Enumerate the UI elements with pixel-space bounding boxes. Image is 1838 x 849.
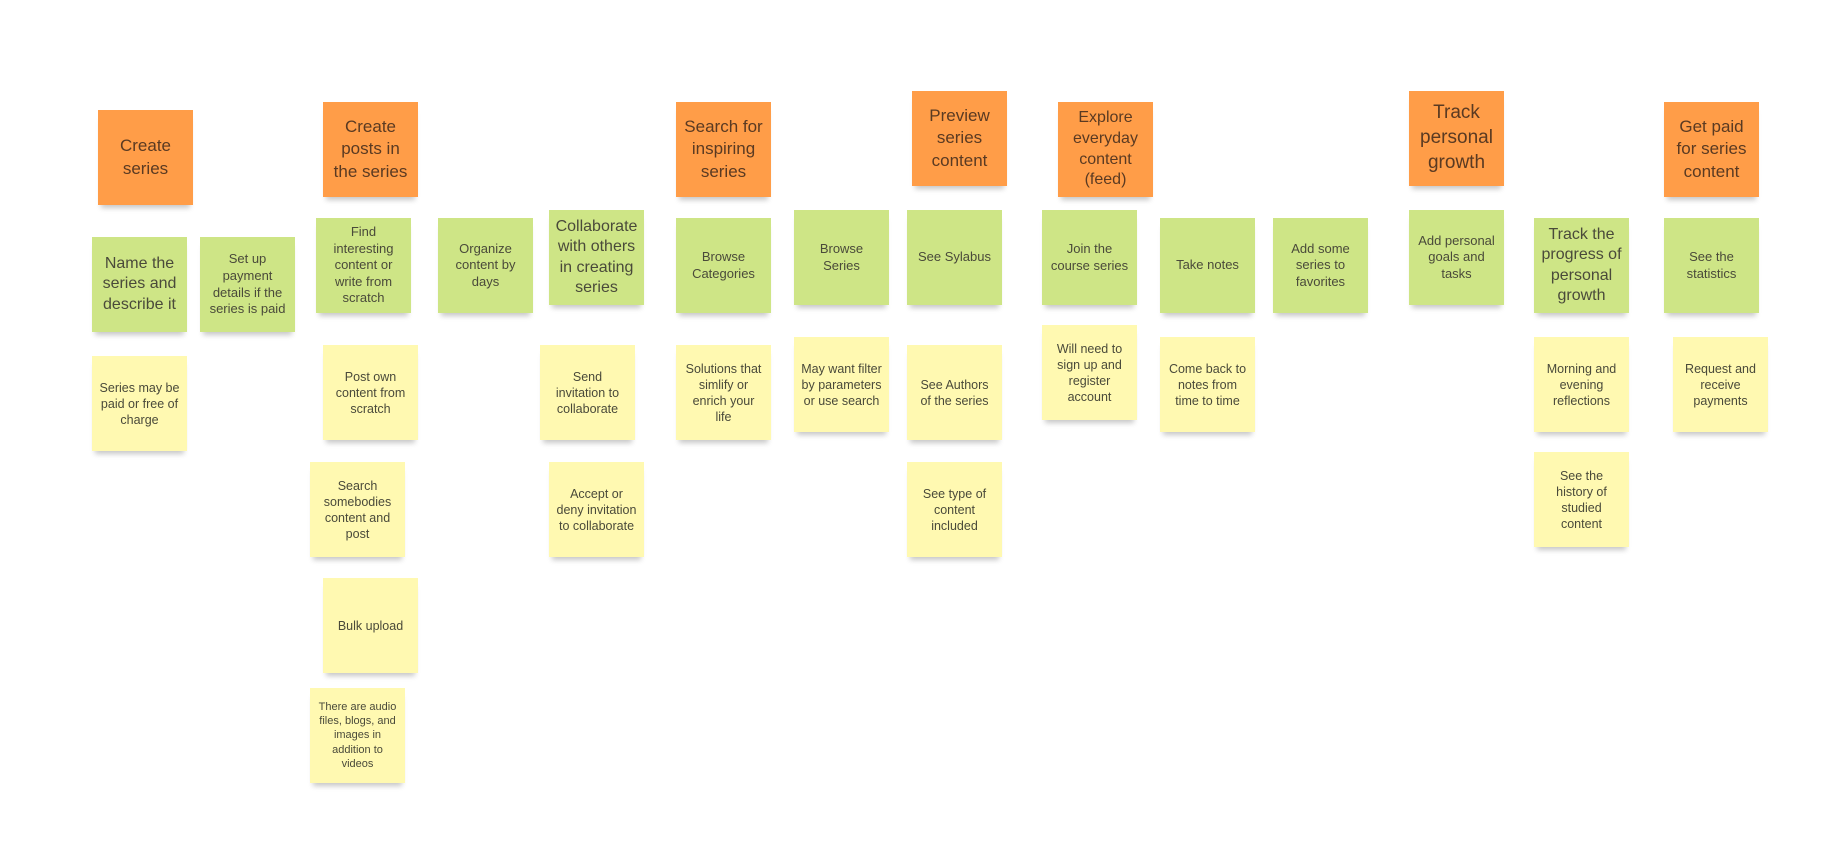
story-label: Name the series and describe it <box>102 254 177 313</box>
detail-label: There are audio files, blogs, and images… <box>318 701 397 770</box>
detail-note-content-types[interactable]: There are audio files, blogs, and images… <box>310 688 405 783</box>
epic-note-create-series[interactable]: Create series <box>98 110 193 205</box>
epic-label: Explore everyday content (feed) <box>1073 108 1138 189</box>
detail-label: Will need to sign up and register accoun… <box>1056 341 1123 404</box>
detail-note-come-back[interactable]: Come back to notes from time to time <box>1160 337 1255 432</box>
detail-label: Accept or deny invitation to collaborate <box>556 486 637 533</box>
detail-note-simplify-life[interactable]: Solutions that simlify or enrich your li… <box>676 345 771 440</box>
story-label: Take notes <box>1176 257 1239 273</box>
detail-note-post-own-content[interactable]: Post own content from scratch <box>323 345 418 440</box>
detail-label: Morning and evening reflections <box>1546 361 1617 408</box>
epic-label: Search for inspiring series <box>684 117 763 181</box>
detail-note-search-content[interactable]: Search somebodies content and post <box>310 462 405 557</box>
detail-label: See the history of studied content <box>1556 468 1607 531</box>
story-label: Find interesting content or write from s… <box>333 223 394 306</box>
story-label: Organize content by days <box>455 240 516 289</box>
story-note-see-sylabus[interactable]: See Sylabus <box>907 210 1002 305</box>
epic-note-explore-feed[interactable]: Explore everyday content (feed) <box>1058 102 1153 197</box>
story-label: Track the progress of personal growth <box>1541 225 1622 304</box>
detail-label: Solutions that simlify or enrich your li… <box>685 361 762 424</box>
detail-note-history[interactable]: See the history of studied content <box>1534 452 1629 547</box>
story-label: Add some series to favorites <box>1291 240 1350 289</box>
detail-label: Bulk upload <box>337 618 404 633</box>
detail-note-see-authors[interactable]: See Authors of the series <box>907 345 1002 440</box>
story-note-organize-days[interactable]: Organize content by days <box>438 218 533 313</box>
epic-label: Preview series content <box>929 106 990 170</box>
story-note-add-goals[interactable]: Add personal goals and tasks <box>1409 210 1504 305</box>
detail-label: See Authors of the series <box>920 377 989 408</box>
story-note-name-series[interactable]: Name the series and describe it <box>92 237 187 332</box>
detail-label: May want filter by parameters or use sea… <box>801 361 882 408</box>
story-note-payment-details[interactable]: Set up payment details if the series is … <box>200 237 295 332</box>
story-note-browse-categories[interactable]: Browse Categories <box>676 218 771 313</box>
detail-note-payments[interactable]: Request and receive payments <box>1673 337 1768 432</box>
detail-note-filter-search[interactable]: May want filter by parameters or use sea… <box>794 337 889 432</box>
story-note-browse-series[interactable]: Browse Series <box>794 210 889 305</box>
epic-note-preview-content[interactable]: Preview series content <box>912 91 1007 186</box>
story-note-find-content[interactable]: Find interesting content or write from s… <box>316 218 411 313</box>
epic-label: Create series <box>119 136 172 178</box>
detail-note-sign-up[interactable]: Will need to sign up and register accoun… <box>1042 325 1137 420</box>
epic-label: Track personal growth <box>1420 102 1493 173</box>
story-note-add-favorites[interactable]: Add some series to favorites <box>1273 218 1368 313</box>
story-label: Join the course series <box>1050 240 1129 273</box>
story-label: Browse Categories <box>692 248 755 281</box>
epic-label: Get paid for series content <box>1676 117 1747 181</box>
detail-note-content-type[interactable]: See type of content included <box>907 462 1002 557</box>
detail-note-paid-or-free[interactable]: Series may be paid or free of charge <box>92 356 187 451</box>
story-note-see-statistics[interactable]: See the statistics <box>1664 218 1759 313</box>
detail-note-reflections[interactable]: Morning and evening reflections <box>1534 337 1629 432</box>
story-label: See Sylabus <box>918 249 991 265</box>
story-note-track-progress[interactable]: Track the progress of personal growth <box>1534 218 1629 313</box>
epic-label: Create posts in the series <box>333 117 408 181</box>
epic-note-track-growth[interactable]: Track personal growth <box>1409 91 1504 186</box>
detail-label: See type of content included <box>922 486 987 533</box>
detail-label: Come back to notes from time to time <box>1168 361 1247 408</box>
detail-label: Series may be paid or free of charge <box>99 380 180 427</box>
detail-label: Send invitation to collaborate <box>555 369 620 416</box>
story-label: See the statistics <box>1686 248 1737 281</box>
epic-note-create-posts[interactable]: Create posts in the series <box>323 102 418 197</box>
story-note-take-notes[interactable]: Take notes <box>1160 218 1255 313</box>
epic-note-get-paid[interactable]: Get paid for series content <box>1664 102 1759 197</box>
detail-note-send-invitation[interactable]: Send invitation to collaborate <box>540 345 635 440</box>
epic-note-search-series[interactable]: Search for inspiring series <box>676 102 771 197</box>
story-label: Collaborate with others in creating seri… <box>555 217 638 296</box>
story-note-collaborate[interactable]: Collaborate with others in creating seri… <box>549 210 644 305</box>
detail-note-bulk-upload[interactable]: Bulk upload <box>323 578 418 673</box>
detail-label: Post own content from scratch <box>335 369 406 416</box>
story-label: Add personal goals and tasks <box>1418 232 1495 281</box>
detail-label: Search somebodies content and post <box>323 478 392 541</box>
story-label: Set up payment details if the series is … <box>209 251 286 317</box>
detail-label: Request and receive payments <box>1685 361 1756 408</box>
story-label: Browse Series <box>819 240 864 273</box>
story-note-join-course[interactable]: Join the course series <box>1042 210 1137 305</box>
detail-note-accept-invitation[interactable]: Accept or deny invitation to collaborate <box>549 462 644 557</box>
